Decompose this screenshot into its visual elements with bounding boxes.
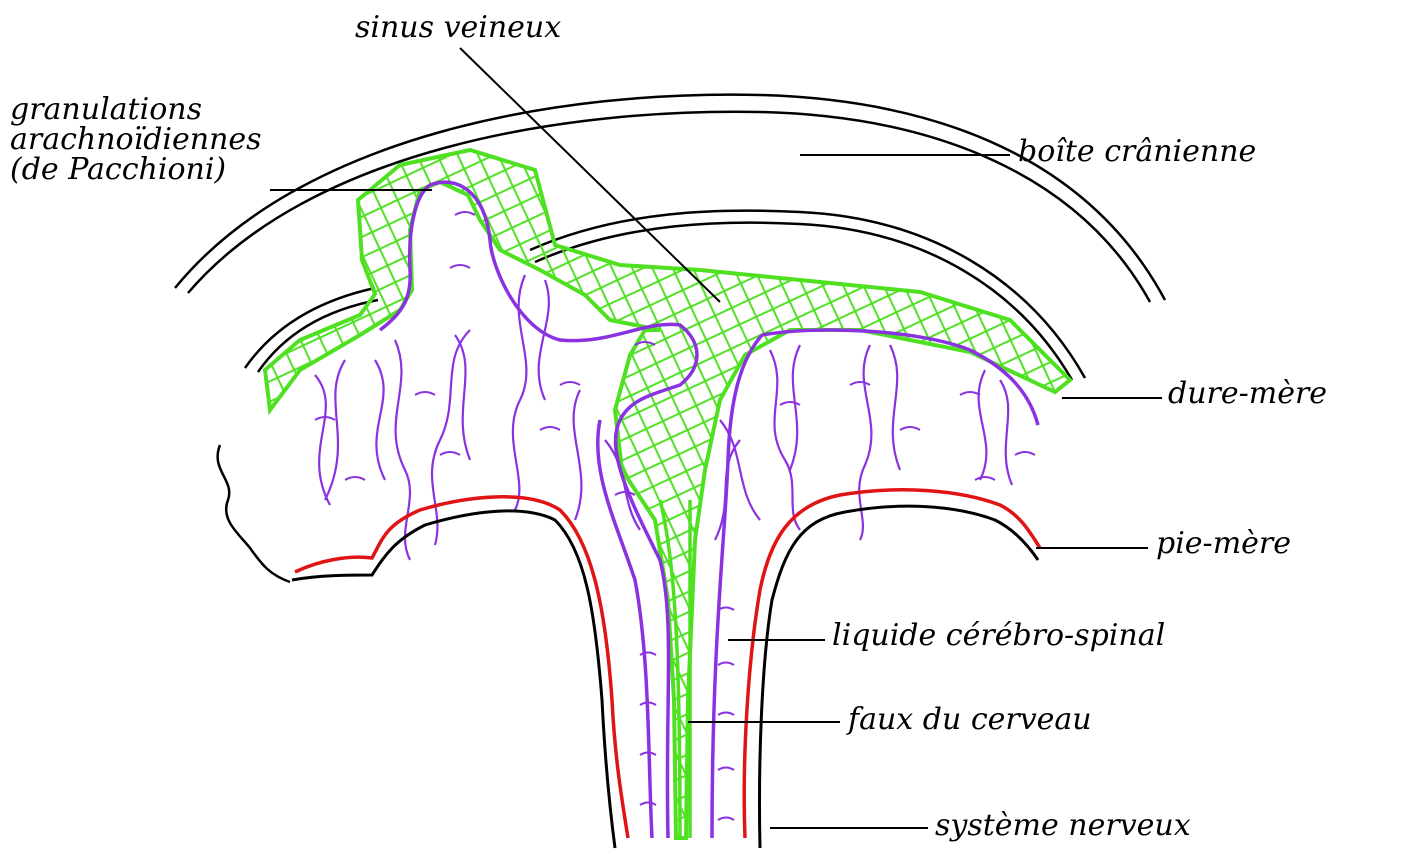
label-liquide-cerebro-spinal: liquide cérébro-spinal (832, 620, 1165, 652)
label-systeme-nerveux: système nerveux (935, 810, 1191, 842)
label-granulations: granulations arachnoïdiennes (de Pacchio… (10, 95, 262, 185)
label-granulations-line1: granulations (10, 95, 262, 125)
label-pie-mere: pie-mère (1156, 528, 1291, 560)
label-granulations-line2: arachnoïdiennes (10, 125, 262, 155)
label-granulations-line3: (de Pacchioni) (10, 155, 262, 185)
label-sinus-veineux: sinus veineux (355, 12, 561, 44)
label-faux-du-cerveau: faux du cerveau (848, 704, 1092, 736)
label-dure-mere: dure-mère (1168, 378, 1327, 410)
label-boite-cranienne: boîte crânienne (1018, 136, 1256, 168)
